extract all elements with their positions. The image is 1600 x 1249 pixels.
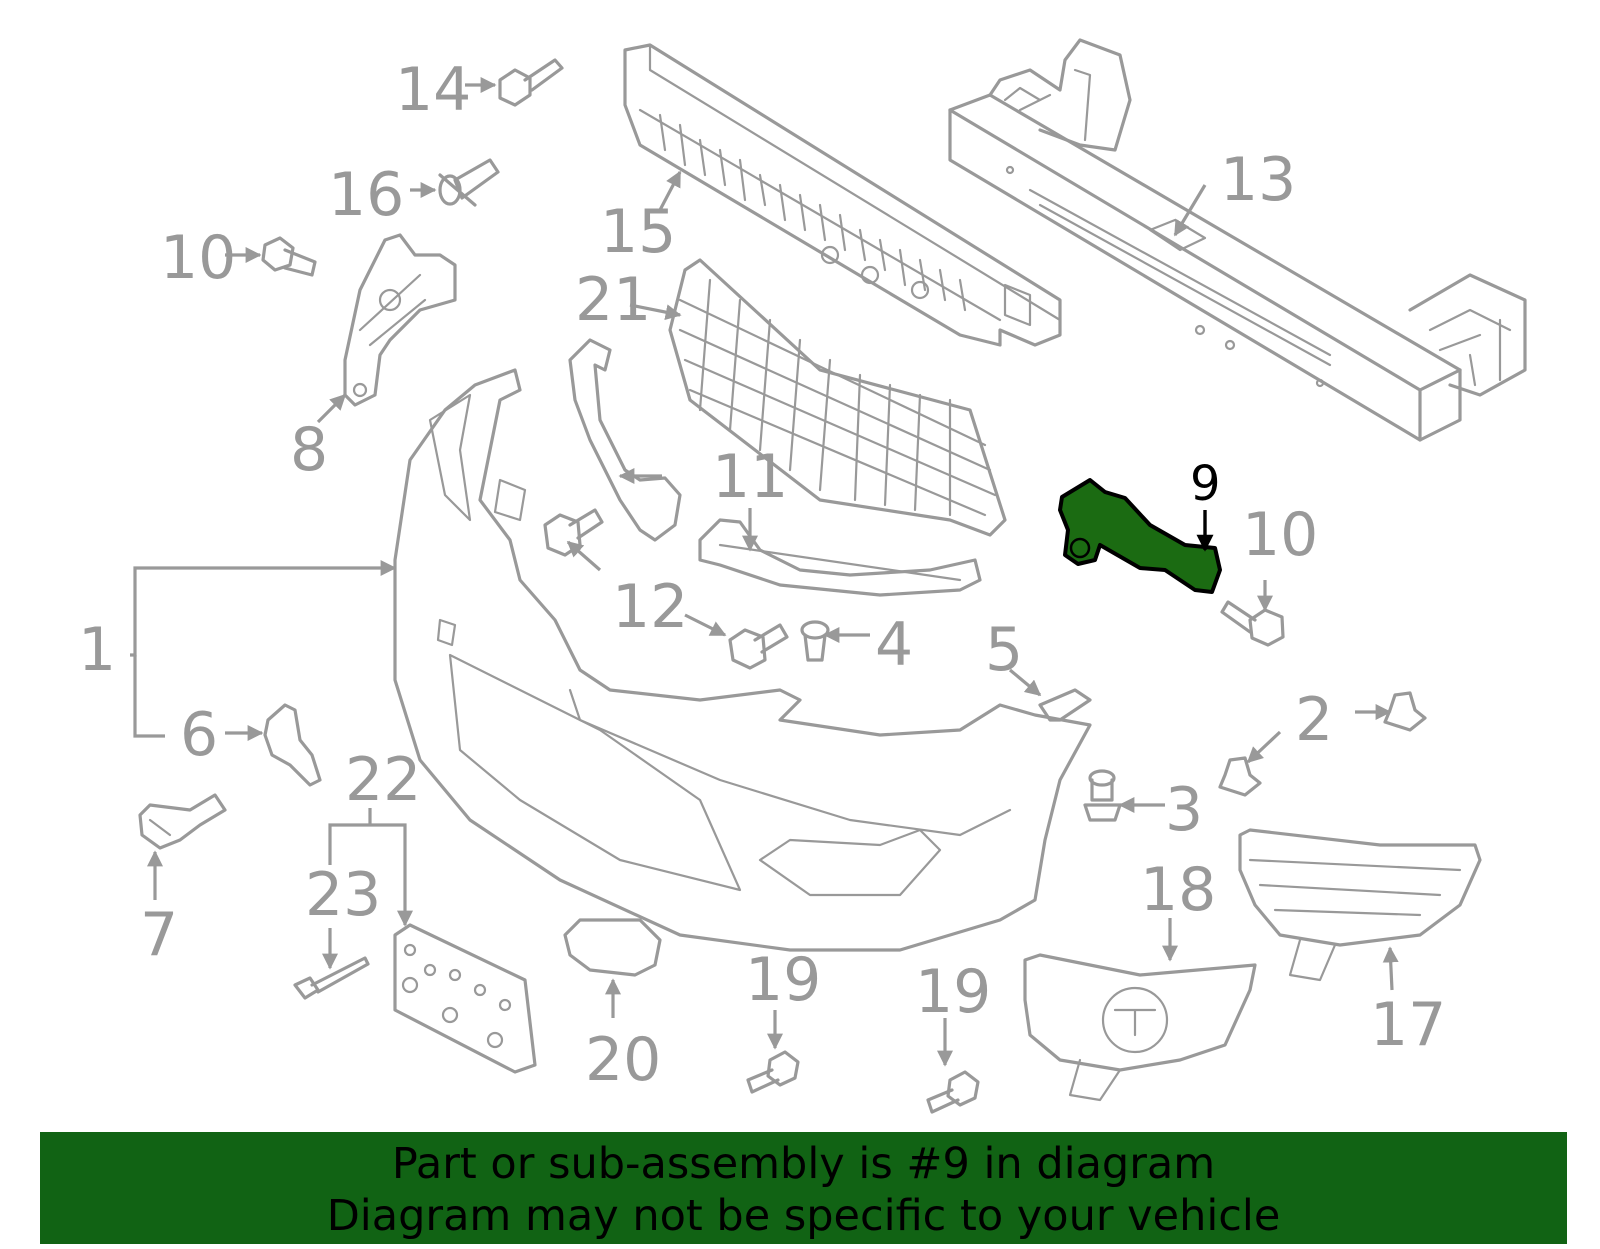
part-23-rivet bbox=[293, 956, 370, 1000]
part-18-fog-bezel bbox=[1023, 953, 1257, 1102]
callout-10-upper: 10 bbox=[160, 223, 236, 293]
callout-4: 4 bbox=[875, 610, 913, 680]
callout-6: 6 bbox=[180, 700, 218, 770]
callout-14: 14 bbox=[395, 55, 471, 125]
part-10-bolt-upper bbox=[261, 236, 317, 277]
callout-lines bbox=[130, 77, 1399, 1067]
banner-line-1: Part or sub-assembly is #9 in diagram bbox=[391, 1139, 1216, 1189]
callout-19-right: 19 bbox=[915, 957, 991, 1027]
callout-16: 16 bbox=[328, 160, 404, 230]
part-20-cover bbox=[563, 918, 662, 977]
part-13-reinforcement bbox=[948, 38, 1527, 442]
callout-19-left: 19 bbox=[745, 945, 821, 1015]
callout-2: 2 bbox=[1295, 685, 1333, 755]
part-9-bracket-highlighted bbox=[1058, 478, 1222, 594]
part-4-clip bbox=[800, 620, 830, 662]
part-8-bracket bbox=[343, 233, 457, 407]
part-7-sensor bbox=[138, 793, 227, 850]
callout-1: 1 bbox=[78, 615, 116, 685]
callout-7: 7 bbox=[140, 900, 178, 970]
part-5-bracket bbox=[1038, 688, 1092, 722]
callout-11: 11 bbox=[712, 442, 788, 512]
part-3-clip bbox=[1083, 769, 1122, 822]
callout-22: 22 bbox=[345, 745, 421, 815]
callout-10-right: 10 bbox=[1242, 500, 1318, 570]
part-21-grille bbox=[668, 258, 1007, 537]
part-11-bracket bbox=[568, 338, 982, 597]
part-15-absorber bbox=[623, 43, 1062, 347]
callout-9: 9 bbox=[1190, 456, 1221, 512]
callout-18: 18 bbox=[1140, 855, 1216, 925]
part-10-bolt-right bbox=[1220, 600, 1285, 647]
part-17-bezel bbox=[1238, 828, 1482, 982]
part-2-nut bbox=[1218, 691, 1427, 797]
callout-21: 21 bbox=[575, 265, 651, 335]
callout-5: 5 bbox=[985, 615, 1023, 685]
callout-13: 13 bbox=[1220, 145, 1296, 215]
banner-line-2: Diagram may not be specific to your vehi… bbox=[326, 1191, 1281, 1241]
part-19-bolt bbox=[746, 1050, 980, 1114]
callout-8: 8 bbox=[290, 415, 328, 485]
callout-12: 12 bbox=[612, 572, 688, 642]
part-14-bolt bbox=[498, 58, 564, 107]
part-22-license-bracket bbox=[393, 923, 537, 1074]
callout-3: 3 bbox=[1165, 775, 1203, 845]
info-banner: Part or sub-assembly is #9 in diagram Di… bbox=[40, 1132, 1567, 1244]
callout-23: 23 bbox=[305, 860, 381, 930]
callout-15: 15 bbox=[600, 197, 676, 267]
callout-numbers: 14 16 10 8 15 21 13 11 12 4 5 9 10 2 3 1… bbox=[78, 55, 1446, 1095]
part-1-bumper-cover bbox=[393, 368, 1092, 952]
part-16-clip bbox=[438, 158, 500, 207]
callout-20: 20 bbox=[585, 1025, 661, 1095]
callout-17: 17 bbox=[1370, 990, 1446, 1060]
part-6-bracket bbox=[263, 703, 322, 787]
